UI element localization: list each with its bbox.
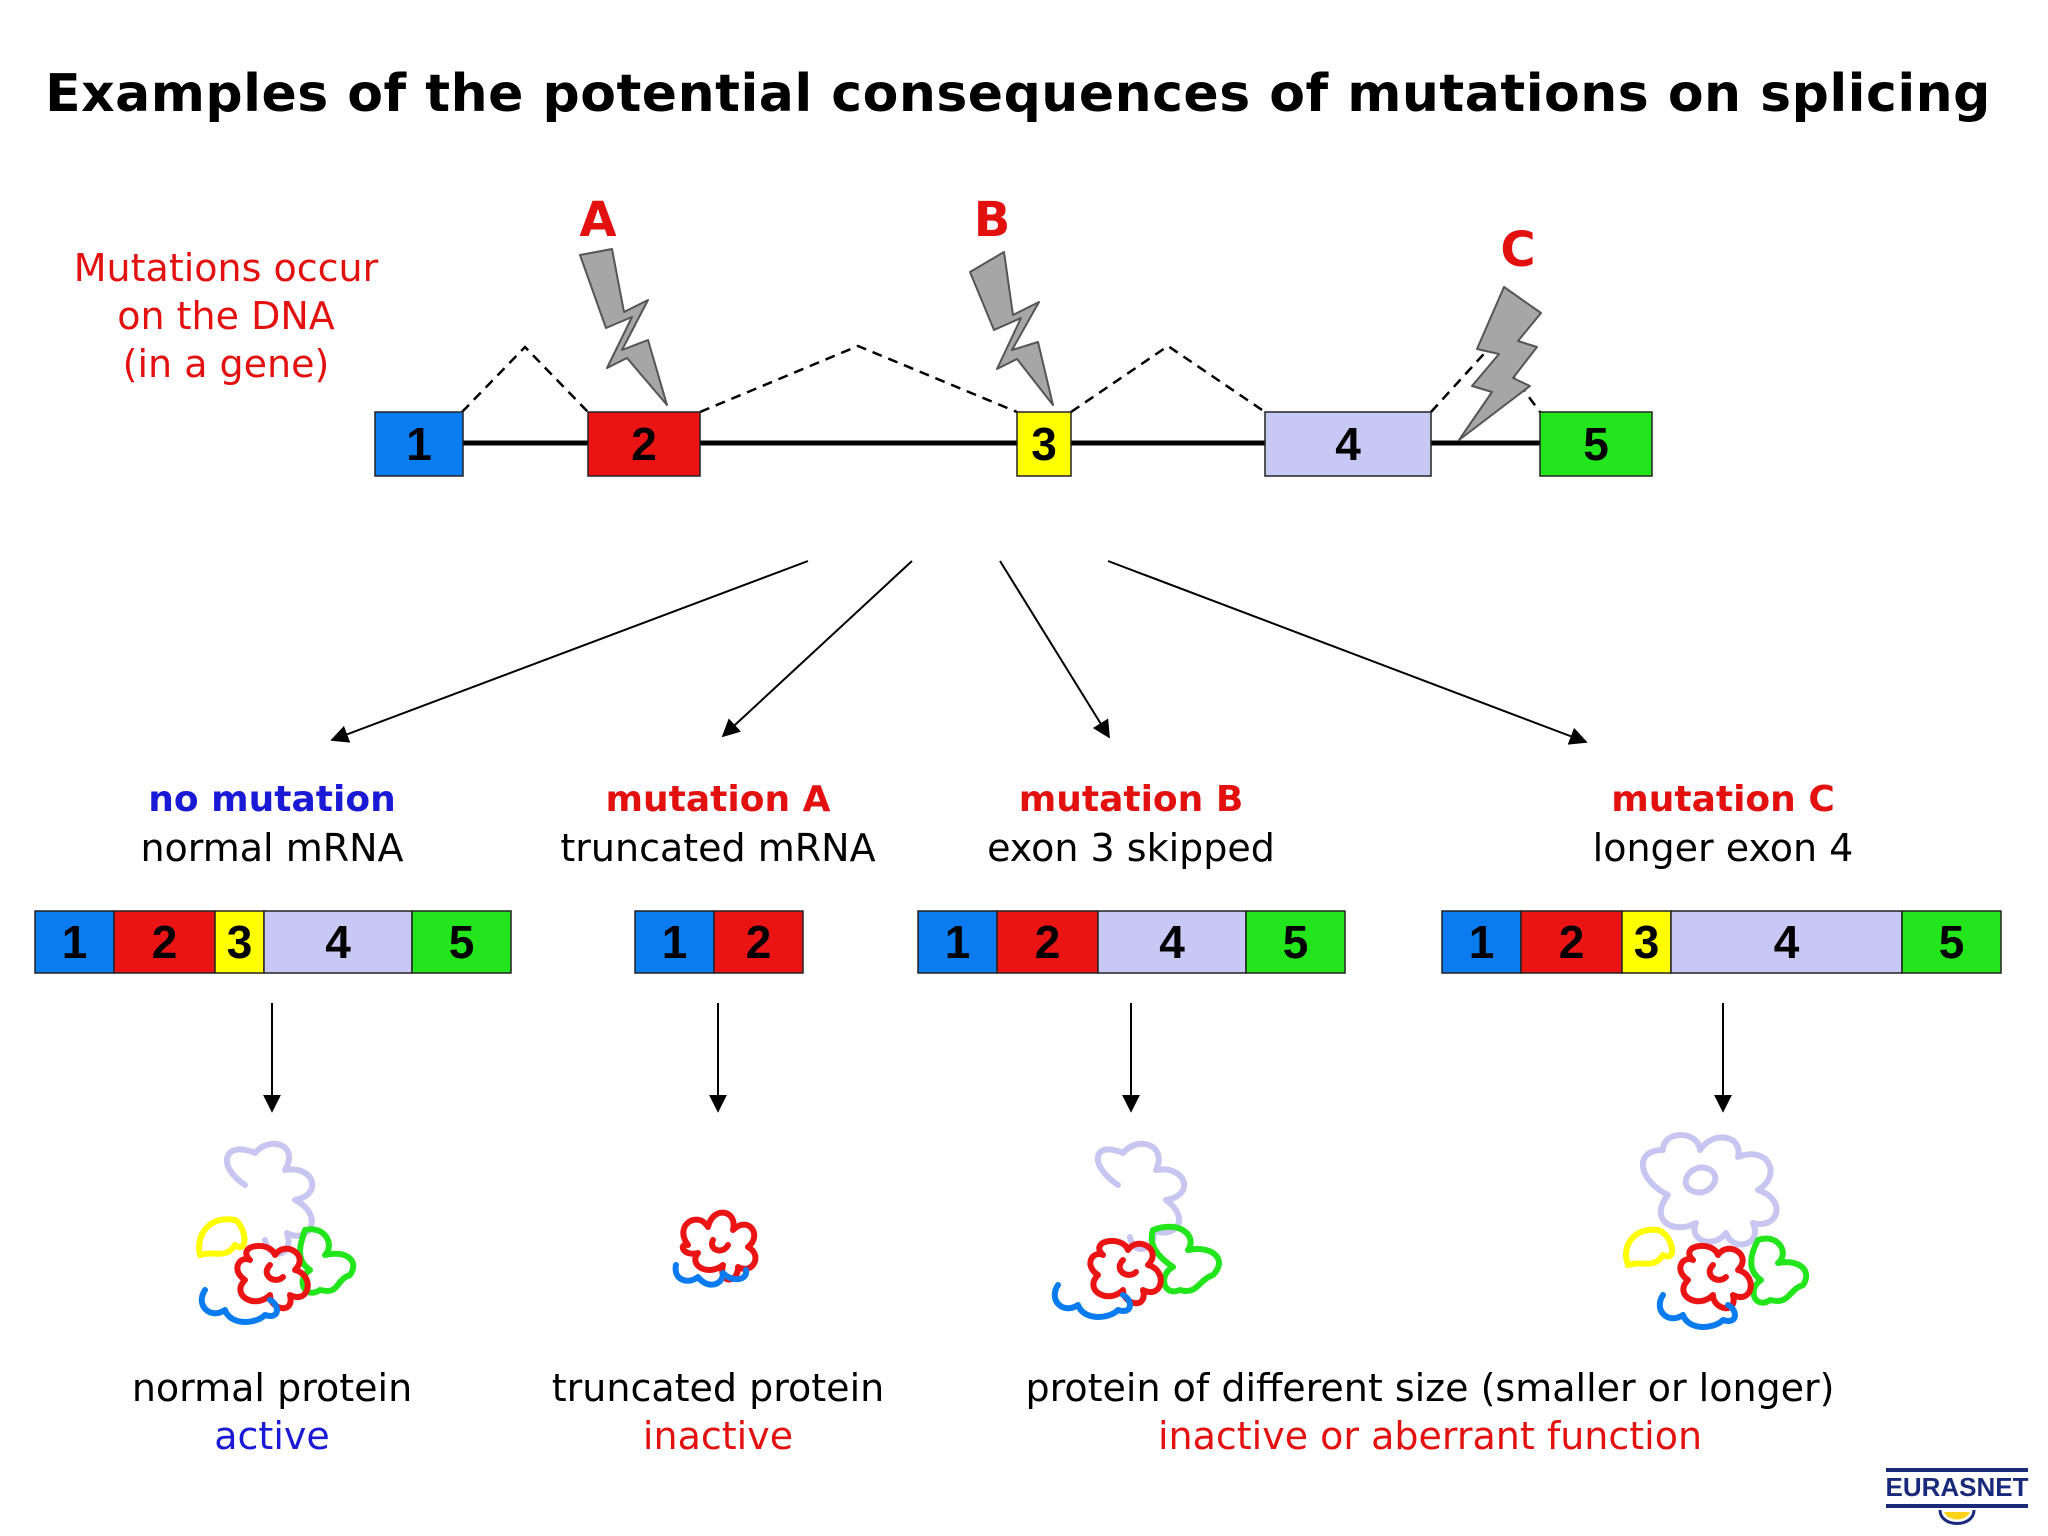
mrna-4-exon-4: 4 (1670, 910, 1903, 974)
mrna-2-exon-2-number: 2 (746, 916, 772, 968)
mrna-4-exon-2-number: 2 (1559, 916, 1585, 968)
mrna-3-exon-4-number: 4 (1159, 916, 1185, 968)
gene-exon-3: 3 (1016, 411, 1072, 477)
protein-exon3-skipped-icon (1051, 1141, 1222, 1320)
outcome-arrow-mutation-b (999, 560, 1110, 739)
mrna-3-exon-5: 5 (1245, 910, 1346, 974)
mrna-2-exon-1: 1 (634, 910, 715, 974)
mrna-1-exon-1: 1 (34, 910, 115, 974)
mrna-3-exon-2: 2 (996, 910, 1099, 974)
mrna-1-exon-3: 3 (214, 910, 265, 974)
splice-connector-1-2 (461, 345, 589, 413)
lightning-bolt-b-icon (969, 251, 1054, 406)
lightning-bolt-c-icon (1458, 286, 1542, 441)
mrna-3-exon-4: 4 (1097, 910, 1247, 974)
protein-caption-2-line-2: inactive (642, 1414, 794, 1458)
protein-caption-1-line-2: active (214, 1414, 330, 1458)
mrna-1-exon-4: 4 (263, 910, 413, 974)
mrna-4-exon-4-number: 4 (1774, 916, 1800, 968)
mrna-4-exon-2: 2 (1520, 910, 1623, 974)
page-title: Examples of the potential consequences o… (45, 64, 1991, 124)
mrna-4-exon-1-number: 1 (1469, 916, 1495, 968)
mrna-3-exon-5-number: 5 (1283, 916, 1309, 968)
outcome-heading-3: mutation B (1018, 779, 1244, 820)
mrna-4-exon-5: 5 (1901, 910, 2002, 974)
protein-caption-2-line-1: truncated protein (551, 1366, 885, 1410)
mrna-4-exon-1: 1 (1441, 910, 1522, 974)
protein-truncated-icon (672, 1209, 759, 1288)
outcome-arrow-no-mutation (330, 560, 809, 743)
dna-note-line-1: Mutations occur (73, 246, 379, 290)
outcome-heading-4: mutation C (1611, 779, 1835, 820)
mrna-1-exon-2: 2 (113, 910, 216, 974)
splice-connector-3-4 (1070, 344, 1266, 414)
mrna-3-exon-2-number: 2 (1035, 916, 1061, 968)
gene-exon-group: 1 2 3 4 5 (374, 411, 1653, 477)
mrna-1-exon-1-number: 1 (62, 916, 88, 968)
gene-exon-2: 2 (587, 411, 701, 477)
protein-caption-1-line-1: normal protein (131, 1366, 413, 1410)
gene-exon-1: 1 (374, 411, 464, 477)
gene-exon-5: 5 (1539, 411, 1653, 477)
protein-normal-icon (196, 1141, 357, 1325)
mrna-2-exon-2: 2 (713, 910, 804, 974)
mrna-1-exon-5-number: 5 (449, 916, 475, 968)
mutation-label-b: B (973, 192, 1011, 248)
mrna-1-exon-4-number: 4 (325, 916, 351, 968)
outcome-heading-1: no mutation (148, 779, 396, 820)
eurasnet-logo: EURASNET (1882, 1466, 2032, 1528)
gene-exon-4-number: 4 (1335, 418, 1361, 470)
mrna-3-exon-1: 1 (917, 910, 998, 974)
mutation-label-a: A (579, 192, 617, 248)
mrna-1-exon-3-number: 3 (227, 916, 253, 968)
protein-caption-3-line-1: protein of different size (smaller or lo… (1025, 1366, 1835, 1410)
mrna-2-exon-1-number: 1 (662, 916, 688, 968)
outcome-arrow-mutation-c (1107, 560, 1588, 745)
protein-longer-exon4-icon (1623, 1132, 1810, 1330)
outcome-heading-2: mutation A (605, 779, 831, 820)
mrna-1-exon-5: 5 (411, 910, 512, 974)
gene-exon-5-number: 5 (1583, 418, 1609, 470)
outcome-description-4: longer exon 4 (1592, 826, 1854, 870)
dna-note-line-3: (in a gene) (122, 342, 330, 386)
gene-exon-3-number: 3 (1031, 418, 1057, 470)
protein-caption-3-line-2: inactive or aberrant function (1157, 1414, 1703, 1458)
dna-note-line-2: on the DNA (117, 294, 335, 338)
gene-exon-1-number: 1 (406, 418, 432, 470)
outcome-description-1: normal mRNA (140, 826, 404, 870)
mrna-1-exon-2-number: 2 (152, 916, 178, 968)
splice-connector-2-3 (699, 344, 1018, 414)
lightning-bolt-a-icon (579, 248, 668, 406)
gene-exon-2-number: 2 (631, 418, 657, 470)
mrna-3-exon-1-number: 1 (945, 916, 971, 968)
outcome-arrow-mutation-a (721, 560, 913, 738)
mutation-label-c: C (1500, 222, 1536, 278)
outcome-description-3: exon 3 skipped (987, 826, 1275, 870)
mrna-4-exon-3-number: 3 (1634, 916, 1660, 968)
mrna-4-exon-3: 3 (1621, 910, 1672, 974)
gene-exon-4: 4 (1264, 411, 1432, 477)
mrna-4-exon-5-number: 5 (1939, 916, 1965, 968)
outcome-description-2: truncated mRNA (560, 826, 876, 870)
